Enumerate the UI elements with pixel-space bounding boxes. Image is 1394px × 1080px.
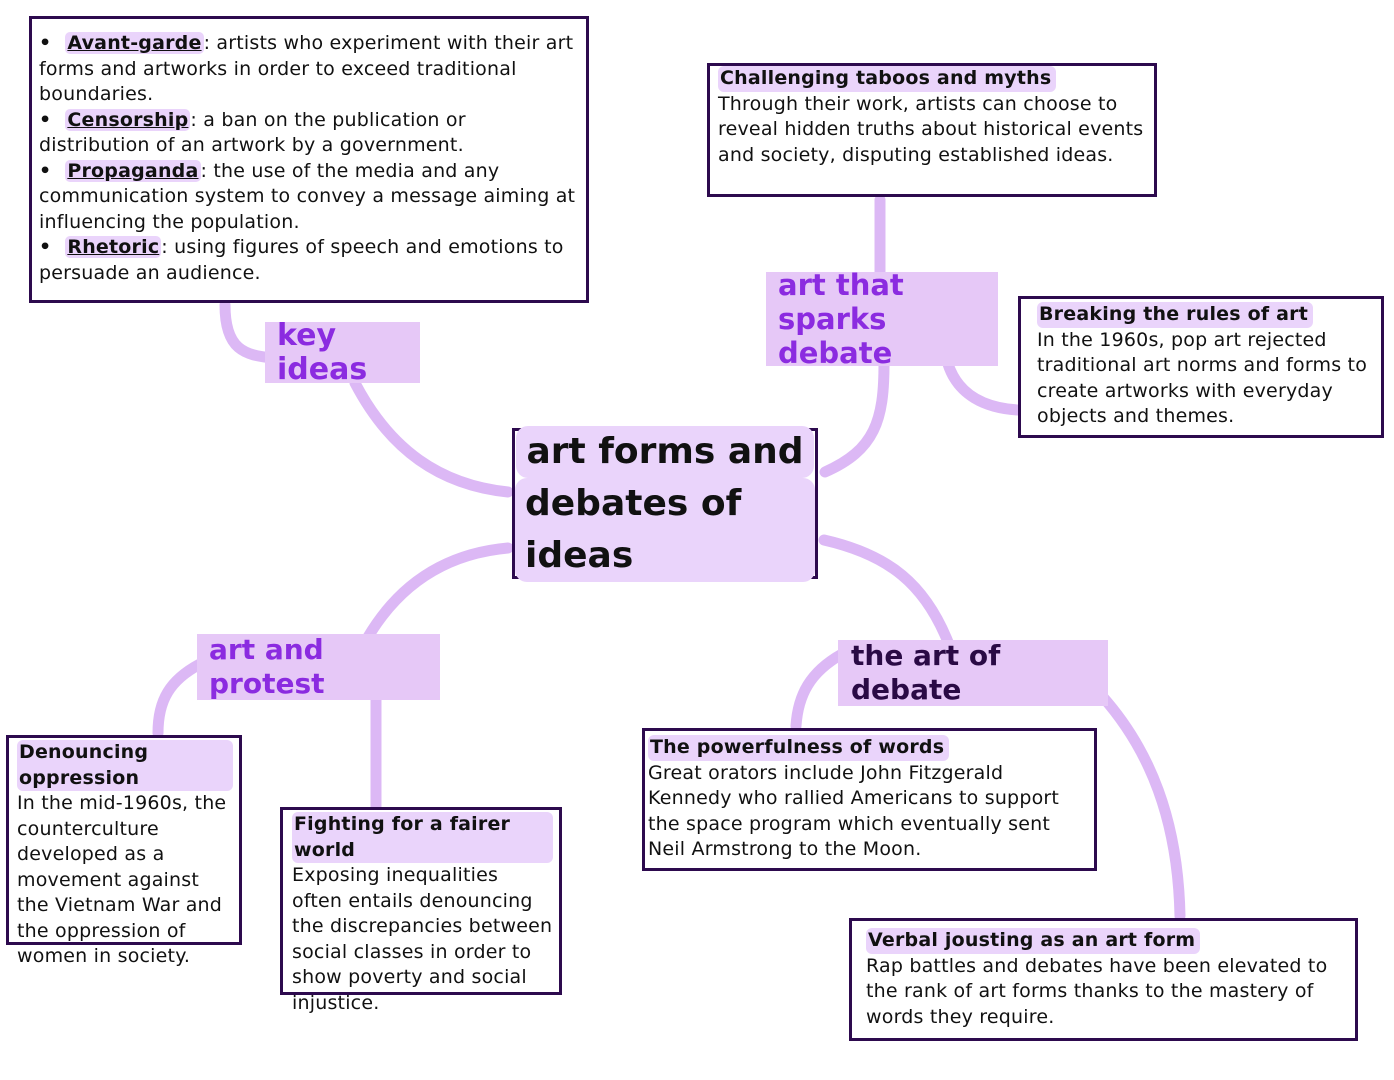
branch-art-debate-line1: art that (778, 268, 904, 302)
card-body: Rap battles and debates have been elevat… (866, 954, 1328, 1028)
bullet-icon: • (39, 159, 52, 182)
card-title: Verbal jousting as an art form (866, 928, 1201, 954)
card-denouncing-oppression: Denouncing oppression In the mid-1960s, … (6, 735, 242, 967)
connector-artofdebate-jousting (1096, 690, 1186, 922)
connector-protest-center (362, 542, 514, 643)
connector-protest-oppression (152, 658, 206, 739)
card-breaking-rules: Breaking the rules of art In the 1960s, … (1018, 296, 1384, 438)
card-powerfulness-of-words: The powerfulness of words Great orators … (642, 728, 1097, 871)
card-body: In the mid-1960s, the counterculture dev… (17, 792, 227, 967)
branch-art-debate-line2: sparks debate (778, 302, 893, 370)
definition-term: Censorship (65, 108, 191, 131)
central-topic-line1: art forms and (516, 425, 814, 478)
branch-art-protest-label: art and protest (209, 633, 325, 700)
card-title: The powerfulness of words (648, 735, 950, 761)
branch-art-and-protest: art and protest (197, 633, 440, 700)
bullet-icon: • (39, 236, 52, 258)
branch-key-ideas: key ideas (265, 318, 420, 386)
definition-text: : artists who experiment with their art … (39, 32, 574, 105)
branch-art-that-sparks-debate: art that sparks debate (766, 268, 998, 370)
card-body: Great orators include John Fitzgerald Ke… (648, 761, 1060, 861)
card-body: Through their work, artists can choose t… (718, 92, 1144, 166)
definition-term: Rhetoric (65, 236, 162, 258)
bullet-icon: • (39, 32, 52, 54)
central-topic: art forms and debates of ideas (512, 425, 818, 582)
card-body: In the 1960s, pop art rejected tradition… (1037, 328, 1368, 428)
card-title: Breaking the rules of art (1037, 302, 1313, 328)
definition-text: : a ban on the publication or distributi… (39, 108, 466, 157)
card-challenging-taboos: Challenging taboos and myths Through the… (707, 63, 1157, 197)
card-body: Exposing inequalities often entails deno… (292, 864, 553, 1014)
card-title: Challenging taboos and myths (718, 66, 1057, 92)
bullet-icon: • (39, 108, 52, 131)
card-title: Fighting for a fairer world (292, 812, 553, 863)
card-verbal-jousting: Verbal jousting as an art form Rap battl… (849, 918, 1358, 1041)
definition-item: • Avant-garde: artists who experiment wit… (39, 31, 578, 108)
card-title: Denouncing oppression (17, 740, 233, 791)
connector-debate-rules (942, 358, 1024, 416)
connector-artofdebate-words (790, 648, 848, 732)
key-ideas-definitions-box: • Avant-garde: artists who experiment wit… (29, 16, 589, 303)
branch-key-ideas-label: key ideas (277, 317, 368, 387)
card-fighting-fairer-world: Fighting for a fairer world Exposing ine… (280, 807, 562, 1014)
connector-keyideas-center (349, 377, 514, 498)
connector-keyideas-box (219, 299, 278, 364)
definition-term: Avant-garde (65, 32, 204, 54)
connector-artofdebate-center (818, 534, 954, 648)
definition-item: • Censorship: a ban on the publication or… (39, 108, 578, 159)
definition-text: : the use of the media and any communica… (39, 159, 576, 233)
branch-the-art-of-debate: the art of debate (838, 639, 1108, 706)
connector-debate-center (819, 358, 890, 478)
definition-term: Propaganda (65, 159, 201, 182)
central-topic-line2: debates of ideas (515, 477, 815, 582)
definition-text: : using figures of speech and emotions t… (39, 236, 564, 284)
branch-art-of-debate-label: the art of debate (851, 639, 1001, 706)
definition-item: • Rhetoric: using figures of speech and e… (39, 235, 578, 286)
definition-item: • Propaganda: the use of the media and an… (39, 159, 578, 236)
